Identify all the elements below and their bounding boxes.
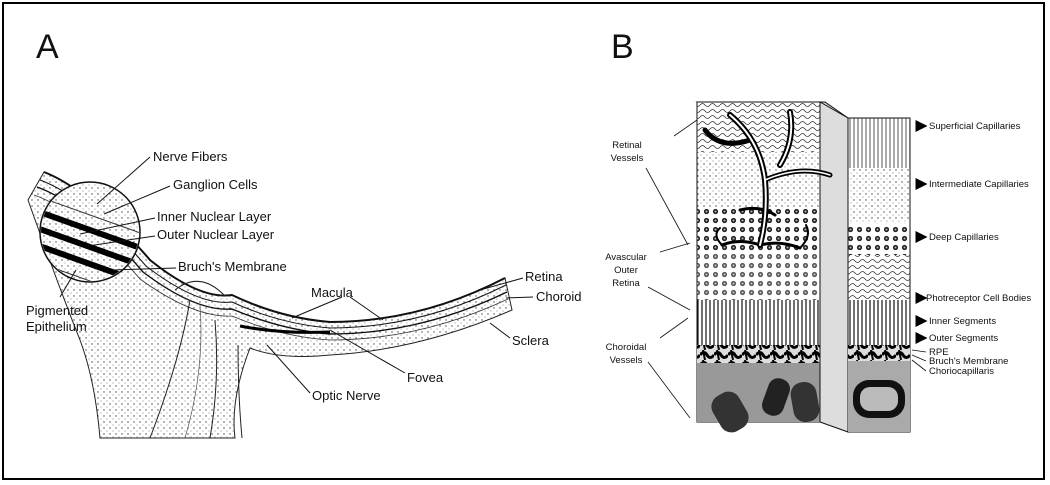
panel-b-right-labels: Superficial Capillaries Intermediate Cap…: [926, 121, 1031, 377]
label-superficial-capillaries: Superficial Capillaries: [929, 121, 1021, 132]
label-ganglion-cells: Ganglion Cells: [173, 177, 258, 192]
label-avascular-outer: Outer: [614, 265, 638, 276]
retina-block-illustration: [695, 101, 911, 433]
panel-b-letter: B: [611, 28, 634, 66]
label-choroidal: Choroidal: [606, 342, 647, 353]
label-bruchs-membrane-b: Bruch's Membrane: [929, 356, 1008, 367]
label-epithelium: Epithelium: [26, 319, 87, 334]
label-sclera: Sclera: [512, 333, 550, 348]
label-pigmented: Pigmented: [26, 303, 88, 318]
label-intermediate-capillaries: Intermediate Capillaries: [929, 179, 1029, 190]
label-macula: Macula: [311, 285, 354, 300]
label-rpe: RPE: [929, 347, 949, 358]
label-outer-segments: Outer Segments: [929, 333, 998, 344]
label-choroid: Choroid: [536, 289, 582, 304]
panel-b-right-leaders: [911, 349, 927, 372]
panel-b-left-labels: Retinal Vessels Avascular Outer Retina C…: [605, 140, 647, 366]
label-outer-nuclear-layer: Outer Nuclear Layer: [157, 227, 275, 242]
label-deep-capillaries: Deep Capillaries: [929, 232, 999, 243]
panel-a-leaders: [59, 156, 534, 394]
panel-b-right-arrows: [915, 120, 928, 344]
label-avascular: Avascular: [605, 252, 647, 263]
label-choriocapillaris: Choriocapillaris: [929, 366, 994, 377]
eye-wall-illustration: [27, 171, 513, 439]
panel-a-labels: Nerve Fibers Ganglion Cells Inner Nuclea…: [26, 149, 582, 403]
label-nerve-fibers: Nerve Fibers: [153, 149, 228, 164]
panel-b-left-leaders: [645, 119, 698, 419]
label-retina: Retina: [525, 269, 563, 284]
label-retinal: Retinal: [612, 140, 642, 151]
label-inner-nuclear-layer: Inner Nuclear Layer: [157, 209, 272, 224]
label-bruchs-membrane-a: Bruch's Membrane: [178, 259, 287, 274]
label-fovea: Fovea: [407, 370, 444, 385]
label-photoreceptor-cell-bodies: Photreceptor Cell Bodies: [926, 293, 1031, 304]
label-inner-segments: Inner Segments: [929, 316, 996, 327]
label-avascular-retina: Retina: [612, 278, 640, 289]
label-choroidal-vessels: Vessels: [610, 355, 643, 366]
label-retinal-vessels: Vessels: [611, 153, 644, 164]
label-optic-nerve: Optic Nerve: [312, 388, 381, 403]
panel-a-letter: A: [36, 28, 59, 66]
